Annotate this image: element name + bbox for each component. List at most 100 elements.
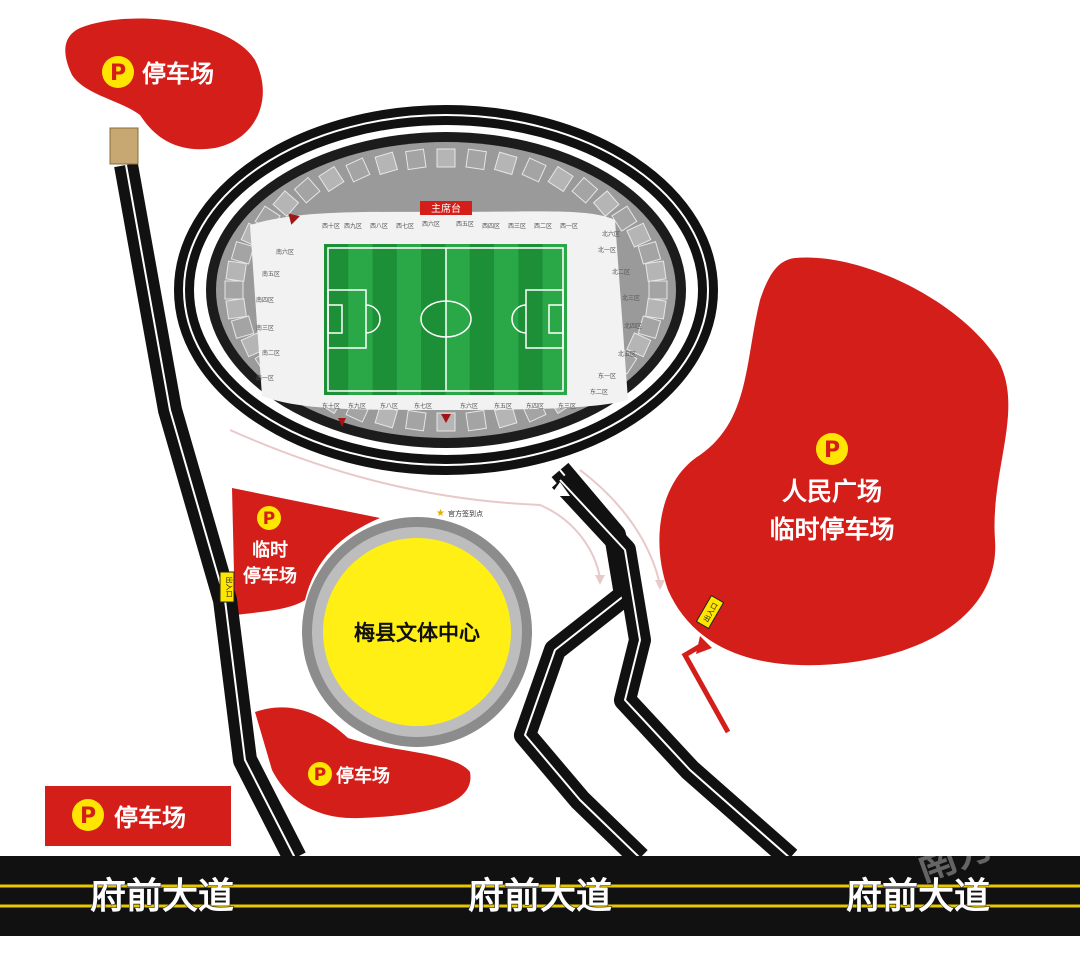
section-label: 东九区: [348, 402, 366, 410]
stand-block: [637, 241, 662, 265]
stand-block: [637, 315, 662, 339]
road-name-center: 府前大道: [468, 875, 612, 917]
parking-icon: [257, 506, 281, 530]
parking-icon: [102, 56, 134, 88]
section-label: 东六区: [460, 402, 478, 410]
section-label: 西四区: [482, 223, 500, 230]
parking-label-temporary-line1: 临时: [252, 539, 288, 561]
parking-area-top-left[interactable]: [65, 18, 263, 150]
stand-block: [648, 280, 668, 300]
section-label: 西五区: [456, 221, 474, 228]
section-label: 西一区: [560, 223, 578, 230]
parking-icon: [72, 799, 104, 831]
section-label: 南五区: [262, 270, 280, 278]
stadium-entrance-arrow: [288, 213, 300, 225]
stand-block: [645, 260, 667, 282]
section-label: 东三区: [558, 402, 576, 410]
stand-block: [224, 280, 244, 300]
parking-icon: [308, 762, 332, 786]
stand-block: [521, 157, 547, 183]
section-label: 西七区: [396, 222, 414, 230]
entrance-left-label: 出入口: [225, 577, 234, 598]
entrance-right[interactable]: 出入口: [695, 594, 725, 630]
stand-block: [547, 165, 574, 193]
section-label: 西六区: [422, 220, 440, 228]
section-label: 南三区: [256, 324, 274, 332]
pitch-stripe: [469, 244, 495, 395]
section-labels-north: 北一区 北二区 北三区 北四区 北五区 北六区: [598, 230, 642, 358]
stand-block: [293, 176, 321, 204]
parking-area-lower-mid[interactable]: [255, 707, 471, 819]
stand-block: [626, 332, 652, 358]
pitch-stripe: [518, 244, 543, 395]
cultural-center[interactable]: [323, 538, 511, 726]
parking-label-top-left: 停车场: [142, 60, 214, 88]
section-label: 东一区: [598, 372, 616, 380]
parking-icon: [816, 433, 848, 465]
section-label: 东五区: [494, 402, 512, 410]
pitch-stripe: [445, 244, 470, 395]
parking-icon-letter: P: [314, 765, 326, 785]
stand-block: [405, 409, 427, 432]
entry-arrow: [681, 642, 731, 734]
stand-block: [405, 148, 427, 171]
stand-block: [611, 205, 638, 232]
section-label: 北三区: [622, 294, 640, 302]
road-gate: [109, 127, 139, 165]
main-stand-box: [420, 201, 472, 215]
section-label: 东二区: [590, 388, 608, 396]
main-road: [0, 856, 1080, 936]
section-label: 北一区: [598, 246, 616, 254]
stand-block: [230, 315, 255, 339]
pitch-stripe: [421, 244, 446, 395]
stand-block: [345, 157, 371, 183]
section-label: 南二区: [262, 349, 280, 357]
section-labels-west: 西十区 西九区 西八区 西七区 西六区 西五区 西四区 西三区 西二区 西一区: [322, 220, 578, 230]
section-label: 东七区: [414, 402, 432, 410]
section-label: 东十区: [322, 402, 340, 410]
section-label: 西三区: [508, 223, 526, 230]
section-label: 西八区: [370, 223, 388, 230]
parking-icon-letter: P: [80, 804, 96, 829]
parking-icon-letter: P: [110, 61, 126, 86]
section-label: 北五区: [618, 350, 636, 358]
parking-label-lower-mid: 停车场: [336, 765, 390, 787]
walkway-lines: [229, 429, 601, 579]
parking-icon-letter: P: [824, 438, 840, 463]
stand-block: [436, 148, 456, 168]
parking-label-bottom-left: 停车场: [114, 804, 186, 832]
stand-block: [225, 260, 247, 282]
section-label: 西十区: [322, 222, 340, 230]
section-label: 北六区: [602, 230, 620, 238]
stadium-entrance-arrow: [441, 414, 451, 423]
section-labels-east: 东十区 东九区 东八区 东七区 东六区 东五区 东四区 东三区 东二区 东一区: [322, 372, 616, 410]
stand-block: [493, 151, 518, 176]
section-label: 东八区: [380, 402, 398, 410]
section-label: 南一区: [256, 374, 274, 382]
stand-block: [225, 298, 247, 320]
entrance-left[interactable]: 出入口: [219, 571, 235, 603]
stadium-entrance-arrow: [338, 418, 346, 427]
section-label: 南六区: [276, 248, 294, 256]
section-label: 南四区: [256, 296, 274, 304]
star-icon: ★: [436, 508, 445, 519]
parking-label-people-square-line1: 人民广场: [782, 477, 882, 506]
road-name-right: 府前大道: [846, 875, 990, 917]
stand-block: [374, 151, 399, 176]
section-label: 西九区: [344, 222, 362, 230]
section-label: 东四区: [526, 402, 544, 410]
main-stand-label: 主席台: [431, 202, 461, 215]
section-labels-south: 南一区 南二区 南三区 南四区 南五区 南六区: [256, 248, 294, 382]
stand-block: [465, 409, 487, 432]
parking-label-temporary-line2: 停车场: [243, 565, 297, 587]
cultural-center-label: 梅县文体中心: [354, 621, 480, 645]
road-name-left: 府前大道: [90, 875, 234, 917]
stand-block: [592, 190, 620, 217]
stand-block: [272, 190, 300, 217]
section-label: 北二区: [612, 268, 630, 276]
pitch-stripe: [494, 244, 519, 395]
road-direction-arrow: [550, 482, 570, 496]
stand-block: [626, 222, 652, 248]
